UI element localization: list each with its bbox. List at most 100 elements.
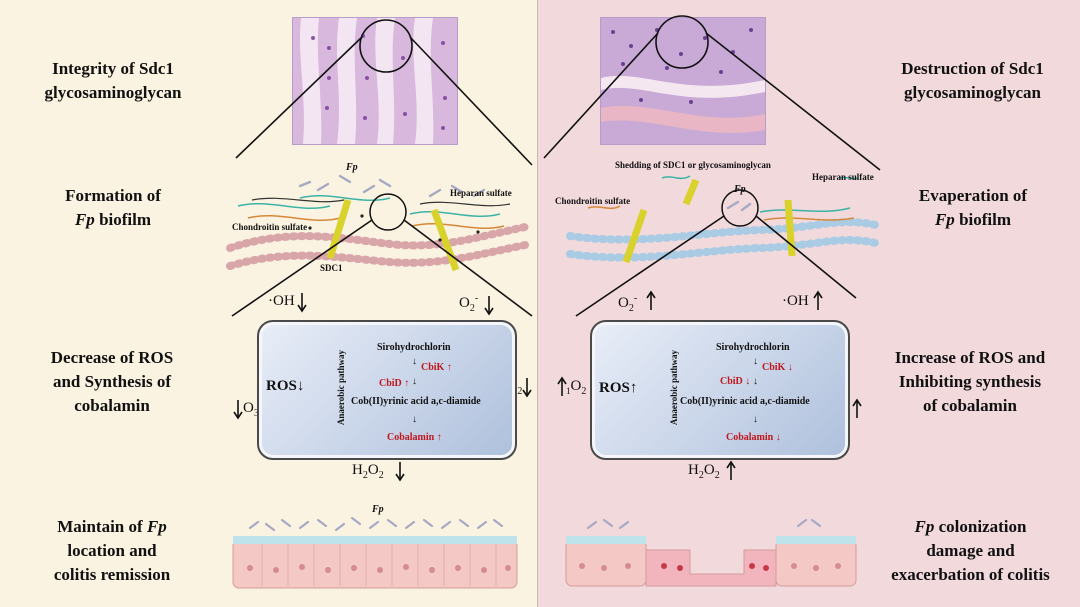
right-heparan-label: Heparan sulfate: [812, 172, 874, 182]
right-zoom-line-a: [543, 32, 659, 159]
left-arrow-2: ↓: [412, 376, 417, 387]
left-sirohydrochlorin: Sirohydrochlorin: [377, 342, 451, 353]
left-heparan-label: Heparan sulfate: [450, 188, 512, 198]
left-mid-line-b: [403, 219, 533, 317]
right-stage4-label: Fp colonization damage and exacerbation …: [868, 515, 1073, 587]
left-anaerobic-label: Anaerobic pathway: [336, 350, 346, 426]
left-stage4-maintain: Maintain of: [57, 517, 143, 536]
left-cbid: CbiD ↑: [379, 378, 410, 389]
left-ozone-label: O3: [243, 400, 259, 419]
left-stage2-fp: Fp: [74, 210, 95, 229]
right-stage1-label: Destruction of Sdc1 glycosaminoglycan: [875, 57, 1070, 105]
right-oh-label: ·OH: [782, 293, 809, 309]
right-stage2-biofilm: biofilm: [959, 210, 1012, 229]
left-ros-main-text: ROS: [266, 378, 297, 394]
left-stage4-fp: Fp: [146, 517, 167, 536]
right-stage2-label: Evaperation of Fp biofilm: [888, 184, 1058, 232]
left-h2o2-h: H: [352, 462, 363, 478]
right-stage4-colonization: colonization: [938, 517, 1027, 536]
right-h2o2-label: H2O2: [688, 462, 720, 481]
right-sdc1-bar-shed: [682, 178, 700, 206]
right-superoxide-o: O: [618, 295, 629, 311]
left-zoom-line-b: [409, 36, 533, 166]
left-arrow-3: ↓: [412, 414, 417, 425]
right-fp-label: Fp: [734, 184, 746, 195]
left-cbik: CbiK ↑: [421, 362, 452, 373]
right-zoom-line-b: [705, 32, 881, 171]
right-stage4-line2: damage and: [926, 541, 1015, 560]
left-epithelium-fp-label: Fp: [372, 504, 384, 515]
right-stage1-line1: Destruction of Sdc1: [901, 59, 1044, 78]
left-epithelium: [232, 516, 518, 589]
right-chondroitin-label: Chondroitin sulfate: [555, 196, 631, 206]
left-stage4-line1: Maintain of Fp: [22, 515, 202, 539]
left-h2o2-label: H2O2: [352, 462, 384, 481]
left-stage1-line1: Integrity of Sdc1: [52, 59, 174, 78]
right-stage4-fp: Fp: [914, 517, 935, 536]
right-intermediate: Cob(II)yrinic acid a,c-diamide: [680, 396, 810, 407]
left-intermediate: Cob(II)yrinic acid a,c-diamide: [351, 396, 481, 407]
right-cbik: CbiK ↓: [762, 362, 793, 373]
left-zoom-circle-top: [359, 19, 413, 73]
right-stage2-line1: Evaperation of: [918, 186, 1028, 205]
left-stage3-line3: cobalamin: [74, 396, 150, 415]
left-sdc1-bar-2: [430, 208, 460, 272]
left-membrane: [226, 174, 534, 272]
left-chondroitin-label: Chondroitin sulfate: [232, 222, 308, 232]
left-stage2-line2: Fp biofilm: [28, 208, 198, 232]
left-pathway-box: ROS↓ Anaerobic pathway Sirohydrochlorin …: [257, 320, 517, 460]
right-ros-main-text: ROS: [599, 380, 630, 396]
left-sdc1-bar-1: [326, 198, 352, 260]
right-epithelium: [565, 518, 857, 587]
left-histology-image: [292, 17, 458, 145]
right-histology-image: [600, 17, 766, 145]
right-stage4-line3: exacerbation of colitis: [891, 565, 1050, 584]
left-stage3-line2: and Synthesis of: [52, 372, 172, 391]
right-stage3-label: Increase of ROS and Inhibiting synthesis…: [870, 346, 1070, 418]
right-mid-line-b: [755, 215, 857, 299]
right-arrow-1: ↓: [753, 356, 758, 367]
right-ros-main: ROS↑: [599, 380, 638, 396]
right-singlet-o: O: [570, 378, 582, 394]
left-stage3-label: Decrease of ROS and Synthesis of cobalam…: [22, 346, 202, 418]
right-superoxide-label: O2-: [618, 293, 638, 314]
right-anaerobic-label: Anaerobic pathway: [669, 350, 679, 426]
right-membrane: [566, 175, 884, 264]
left-stage4-label: Maintain of Fp location and colitis remi…: [22, 515, 202, 587]
right-sdc1-bar-1: [622, 208, 648, 264]
right-pathway-box: ROS↑ Anaerobic pathway Sirohydrochlorin …: [590, 320, 850, 460]
left-zoom-line-a: [235, 36, 363, 159]
left-ros-main: ROS↓: [266, 378, 305, 394]
right-stage2-fp: Fp: [934, 210, 955, 229]
panel-divider: [537, 0, 538, 607]
left-stage1-label: Integrity of Sdc1 glycosaminoglycan: [18, 57, 208, 105]
left-superoxide-label: O2-: [459, 293, 479, 314]
right-stage2-line2: Fp biofilm: [888, 208, 1058, 232]
right-stage3-line3: of cobalamin: [923, 396, 1017, 415]
left-stage2-label: Formation of Fp biofilm: [28, 184, 198, 232]
right-mid-line-a: [575, 215, 725, 317]
left-stage2-line1: Formation of: [65, 186, 161, 205]
right-arrow-2: ↓: [753, 376, 758, 387]
right-stage3-line1: Increase of ROS and: [894, 348, 1046, 367]
left-arrow-1: ↓: [412, 356, 417, 367]
right-arrow-3: ↓: [753, 414, 758, 425]
left-superoxide-o: O: [459, 295, 470, 311]
right-cbid: CbiD ↓: [720, 376, 751, 387]
left-stage1-line2: glycosaminoglycan: [44, 83, 182, 102]
right-zoom-circle-top: [655, 15, 709, 69]
right-shedding-label: Shedding of SDC1 or glycosaminoglycan: [615, 160, 771, 170]
right-zoom-circle-mid: [721, 189, 759, 227]
left-stage3-line1: Decrease of ROS: [50, 348, 174, 367]
right-sirohydrochlorin: Sirohydrochlorin: [716, 342, 790, 353]
right-cobalamin: Cobalamin ↓: [726, 432, 781, 443]
right-h2o2-h: H: [688, 462, 699, 478]
left-fp-label: Fp: [346, 162, 358, 173]
left-mid-line-a: [231, 219, 373, 317]
right-stage3-line2: Inhibiting synthesis: [898, 372, 1042, 391]
left-stage2-biofilm: biofilm: [99, 210, 152, 229]
left-ozone-o: O: [243, 400, 254, 416]
left-oh-label: ·OH: [268, 293, 295, 309]
left-stage4-line2: location and: [67, 541, 157, 560]
